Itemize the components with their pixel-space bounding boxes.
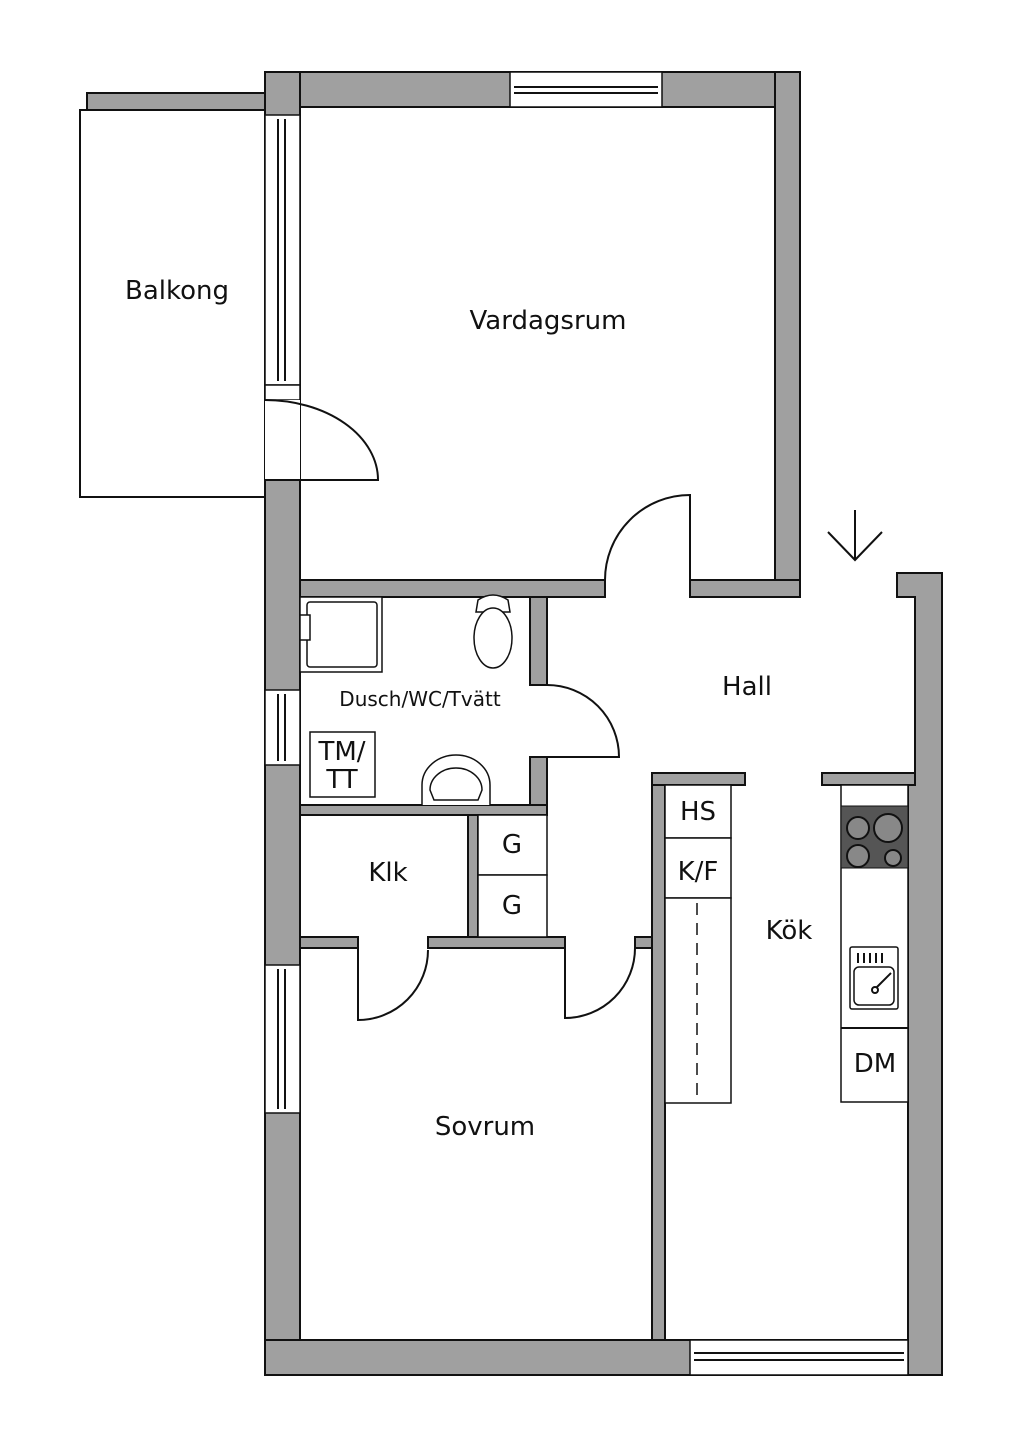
balcony-top-wall	[86, 92, 268, 111]
kf-label: K/F	[678, 857, 719, 887]
bedroom-door[interactable]	[564, 947, 636, 1020]
toilet-icon	[473, 594, 513, 669]
hs-label: HS	[680, 797, 716, 827]
bathroom-door[interactable]	[546, 684, 621, 758]
washer-dryer-box	[309, 731, 376, 798]
hs-cabinet	[664, 784, 732, 839]
closet-door[interactable]	[357, 948, 429, 1022]
room-label-sovrum: Sovrum	[435, 1112, 535, 1142]
tm-label-2: TT	[325, 765, 357, 795]
sink-icon	[421, 754, 491, 805]
kf-cabinet	[664, 837, 732, 899]
wardrobe-2	[477, 874, 548, 938]
doors	[264, 399, 691, 1022]
dm-label: DM	[854, 1049, 896, 1079]
outer-walls	[264, 71, 943, 1376]
room-label-vardagsrum: Vardagsrum	[470, 306, 627, 336]
kitchen-sink-icon	[849, 946, 899, 1010]
stove-icon	[840, 805, 909, 869]
counter-left	[664, 897, 732, 1104]
living-room-door[interactable]	[604, 493, 691, 581]
room-label-kok: Kök	[766, 916, 813, 946]
shower-icon	[299, 596, 383, 673]
tm-label-1: TM/	[317, 737, 365, 767]
wardrobe-label-2: G	[502, 891, 522, 921]
room-label-balkong: Balkong	[125, 276, 229, 306]
room-label-bathroom: Dusch/WC/Tvätt	[339, 687, 501, 711]
balcony-door[interactable]	[264, 399, 380, 481]
room-label-hall: Hall	[722, 672, 772, 702]
windows	[264, 71, 909, 1376]
wardrobe-label-1: G	[502, 830, 522, 860]
room-label-klk: Klk	[368, 858, 407, 888]
entrance-arrow-icon	[827, 510, 883, 562]
